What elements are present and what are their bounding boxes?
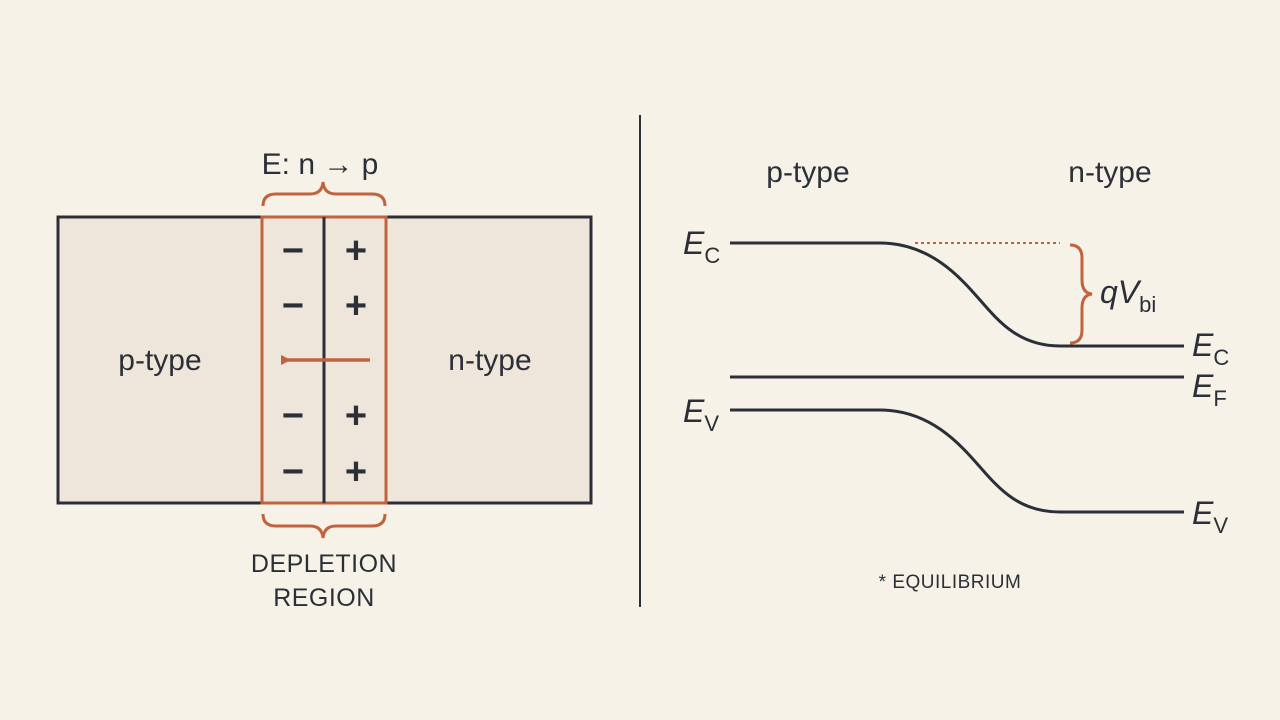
positive-charge: + — [345, 230, 367, 272]
equilibrium-note: * EQUILIBRIUM — [879, 572, 1022, 593]
vbi-main-text: qV — [1100, 274, 1142, 310]
depletion-caption-line2: REGION — [273, 584, 375, 612]
field-label: E: n → p — [262, 148, 379, 181]
negative-charge: − — [282, 230, 304, 272]
valence-band-curve — [730, 408, 1184, 514]
ef-right-main: E — [1192, 368, 1214, 404]
depletion-caption-line1: DEPLETION — [251, 550, 397, 578]
junction-panel: E: n → p p-type n-type − − − − + + + + D… — [56, 148, 593, 612]
n-type-label: n-type — [448, 344, 531, 377]
positive-charge: + — [345, 451, 367, 493]
ec-right-main: E — [1192, 327, 1214, 363]
vbi-subscript: bi — [1139, 292, 1156, 317]
ev-left-label: EV — [683, 393, 719, 436]
negative-charge: − — [282, 451, 304, 493]
built-in-potential-label: qVbi — [1100, 274, 1156, 317]
barrier-brace — [1069, 243, 1093, 345]
ev-right-label: EV — [1192, 495, 1228, 538]
negative-charge: − — [282, 395, 304, 437]
positive-charge: + — [345, 395, 367, 437]
ec-right-label: EC — [1192, 327, 1229, 370]
conduction-band-curve — [730, 241, 1184, 348]
ec-right-sub: C — [1213, 345, 1229, 370]
band-diagram-panel: p-type n-type qVbi EC EV EC EF E — [683, 156, 1229, 593]
ev-left-main: E — [683, 393, 705, 429]
negative-charge: − — [282, 285, 304, 327]
ef-right-label: EF — [1192, 368, 1227, 411]
p-type-label: p-type — [118, 344, 201, 377]
ev-right-main: E — [1192, 495, 1214, 531]
ec-left-sub: C — [704, 243, 720, 268]
depletion-brace — [261, 513, 387, 539]
positive-charge: + — [345, 285, 367, 327]
band-n-type-label: n-type — [1068, 156, 1151, 189]
ec-left-label: EC — [683, 225, 720, 268]
ev-left-sub: V — [704, 411, 719, 436]
ef-right-sub: F — [1213, 386, 1226, 411]
ec-left-main: E — [683, 225, 705, 261]
field-brace — [261, 181, 387, 207]
band-p-type-label: p-type — [766, 156, 849, 189]
ev-right-sub: V — [1213, 513, 1228, 538]
